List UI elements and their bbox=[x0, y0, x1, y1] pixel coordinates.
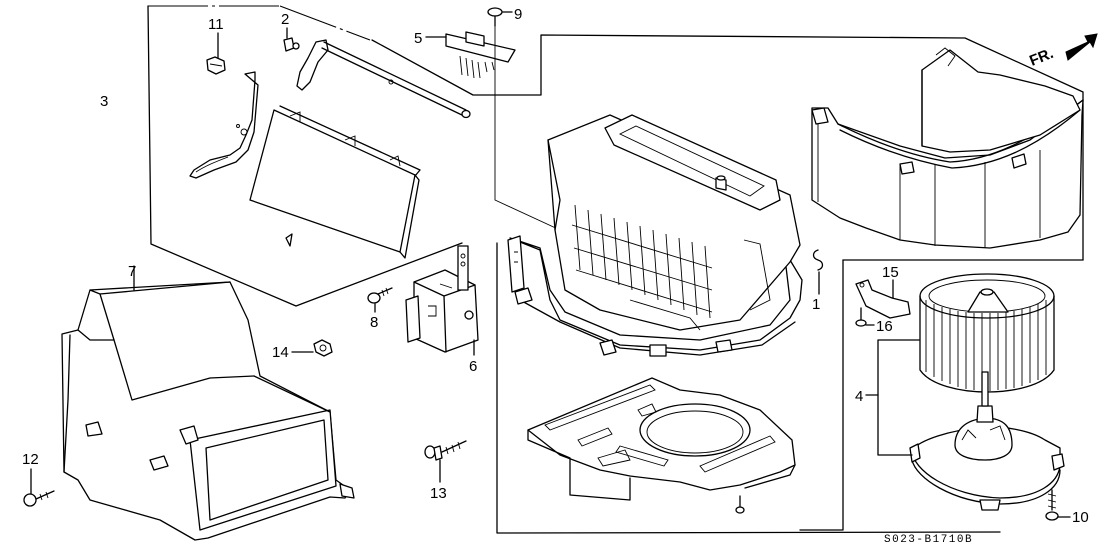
part-5-power-transistor[interactable] bbox=[425, 31, 516, 79]
part-14-nut[interactable] bbox=[291, 339, 333, 357]
callout-5: 5 bbox=[414, 30, 422, 47]
callout-7: 7 bbox=[128, 263, 136, 280]
door-set-boundary bbox=[147, 5, 463, 307]
part-15-resistor[interactable] bbox=[855, 279, 911, 319]
callout-9: 9 bbox=[514, 6, 522, 23]
front-arrow-icon bbox=[1065, 33, 1098, 61]
callout-14: 14 bbox=[272, 344, 289, 361]
callout-4: 4 bbox=[855, 388, 863, 405]
callout-labels: 1 2 3 4 5 6 7 8 9 10 11 12 13 14 15 16 bbox=[22, 6, 1089, 526]
part-9-screw[interactable] bbox=[487, 7, 561, 231]
callout-2: 2 bbox=[281, 11, 289, 28]
blower-group-boundary bbox=[799, 259, 1084, 531]
part-16-screw[interactable] bbox=[855, 307, 875, 327]
callout-11: 11 bbox=[208, 16, 224, 33]
case-grille bbox=[571, 204, 713, 319]
diagram-code: S023-B1710B bbox=[884, 534, 973, 546]
callout-1: 1 bbox=[812, 296, 820, 313]
plate-screw[interactable] bbox=[735, 495, 745, 514]
blower-motor[interactable] bbox=[909, 371, 1065, 511]
part-4-bracket bbox=[865, 339, 920, 456]
callout-16: 16 bbox=[876, 318, 893, 335]
part-7-intake-duct[interactable] bbox=[61, 265, 355, 541]
part-10-screw[interactable] bbox=[1045, 489, 1071, 521]
callout-10: 10 bbox=[1072, 509, 1089, 526]
callout-12: 12 bbox=[22, 451, 39, 468]
part-3-door-shaft[interactable] bbox=[296, 39, 471, 119]
callout-15: 15 bbox=[882, 264, 899, 281]
part-3-door-lever[interactable] bbox=[189, 71, 259, 179]
part-1-clip[interactable] bbox=[812, 249, 824, 295]
callout-3: 3 bbox=[100, 93, 108, 110]
case-group-boundary bbox=[371, 34, 1084, 534]
front-direction-indicator: FR. bbox=[1027, 33, 1098, 70]
lower-plate[interactable] bbox=[527, 377, 796, 501]
blower-case[interactable] bbox=[507, 114, 803, 357]
part-6-control-motor[interactable] bbox=[405, 245, 479, 356]
callout-6: 6 bbox=[469, 358, 477, 375]
front-label: FR. bbox=[1027, 45, 1056, 70]
part-11-nut[interactable] bbox=[206, 32, 226, 75]
blower-housing[interactable] bbox=[811, 47, 1084, 249]
callout-13: 13 bbox=[430, 485, 447, 502]
part-12-bolt[interactable] bbox=[23, 468, 55, 507]
part-2-grommet[interactable] bbox=[283, 27, 300, 52]
part-13-bolt[interactable] bbox=[424, 440, 467, 483]
callout-8: 8 bbox=[370, 314, 378, 331]
fan-blades bbox=[925, 300, 1047, 391]
part-3-door-panel[interactable] bbox=[249, 105, 421, 259]
part-8-screw[interactable] bbox=[367, 287, 393, 313]
